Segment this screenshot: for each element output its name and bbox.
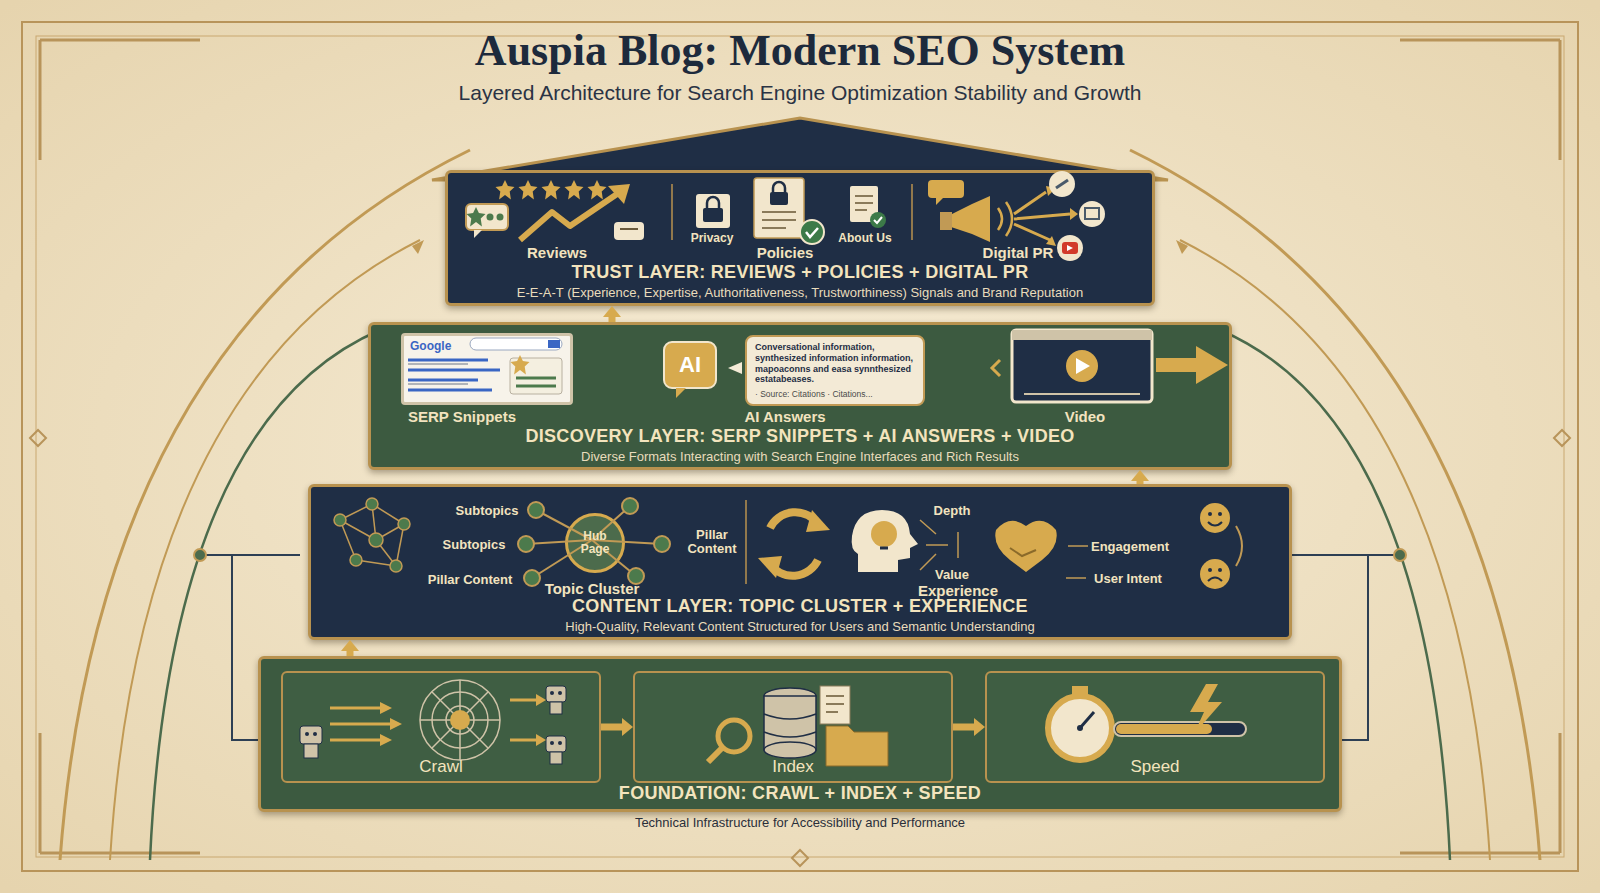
icon-label: Policies [757, 244, 814, 261]
panel-label: Crawl [283, 757, 599, 777]
layer-heading: DISCOVERY LAYER: SERP SNIPPETS + AI ANSW… [381, 426, 1219, 447]
cluster-label: Subtopics [456, 503, 519, 518]
layer-description: High-Quality, Relevant Content Structure… [321, 619, 1279, 634]
layer-heading: CONTENT LAYER: TOPIC CLUSTER + EXPERIENC… [321, 596, 1279, 617]
subtitle: Layered Architecture for Search Engine O… [459, 81, 1142, 105]
title: Auspia Blog: Modern SEO System [475, 25, 1125, 76]
flow-arrow [341, 640, 359, 656]
flow-arrow [601, 718, 633, 736]
cluster-label: Topic Cluster [545, 580, 640, 597]
layer-description: Diverse Formats Interacting with Search … [381, 449, 1219, 464]
panel-label: Index [635, 757, 951, 777]
flow-arrow [1131, 470, 1149, 484]
cluster-label: Pillar Content [682, 528, 742, 557]
experience-label: Depth [934, 503, 971, 518]
experience-label: Engagement [1091, 539, 1169, 554]
hub-circle: Hub Page [565, 513, 625, 573]
layer-heading: TRUST LAYER: REVIEWS + POLICIES + DIGITA… [458, 262, 1142, 283]
flow-arrow [953, 718, 985, 736]
format-label: Video [1065, 408, 1106, 425]
answer-text: Conversational information, synthesized … [755, 342, 915, 385]
cluster-label: Subtopics [443, 537, 506, 552]
icon-text: AI [679, 352, 701, 378]
panel-label: Speed [987, 757, 1323, 777]
logo-text: Google [410, 339, 451, 353]
layer-description: E-E-A-T (Experience, Expertise, Authorit… [458, 285, 1142, 300]
icon-label: About Us [838, 231, 891, 245]
icon-label: Digital PR [983, 244, 1054, 261]
format-label: SERP Snippets [408, 408, 516, 425]
hub-label: Hub Page [573, 530, 617, 556]
icon-label: Privacy [691, 231, 734, 245]
format-label: AI Answers [744, 408, 825, 425]
answer-bubble: Conversational information, synthesized … [745, 335, 925, 406]
experience-label: User Intent [1094, 571, 1162, 586]
flow-arrow [603, 306, 621, 322]
layer-description: Technical Infrastructure for Accessibili… [271, 815, 1329, 830]
experience-label: Experience [918, 582, 998, 599]
icon-label: Reviews [527, 244, 587, 261]
cluster-label: Pillar Content [428, 572, 513, 587]
layer-heading: FOUNDATION: CRAWL + INDEX + SPEED [271, 783, 1329, 804]
citation-text: · Source: Citations · Citations... [755, 389, 915, 399]
experience-label: Value [935, 567, 969, 582]
